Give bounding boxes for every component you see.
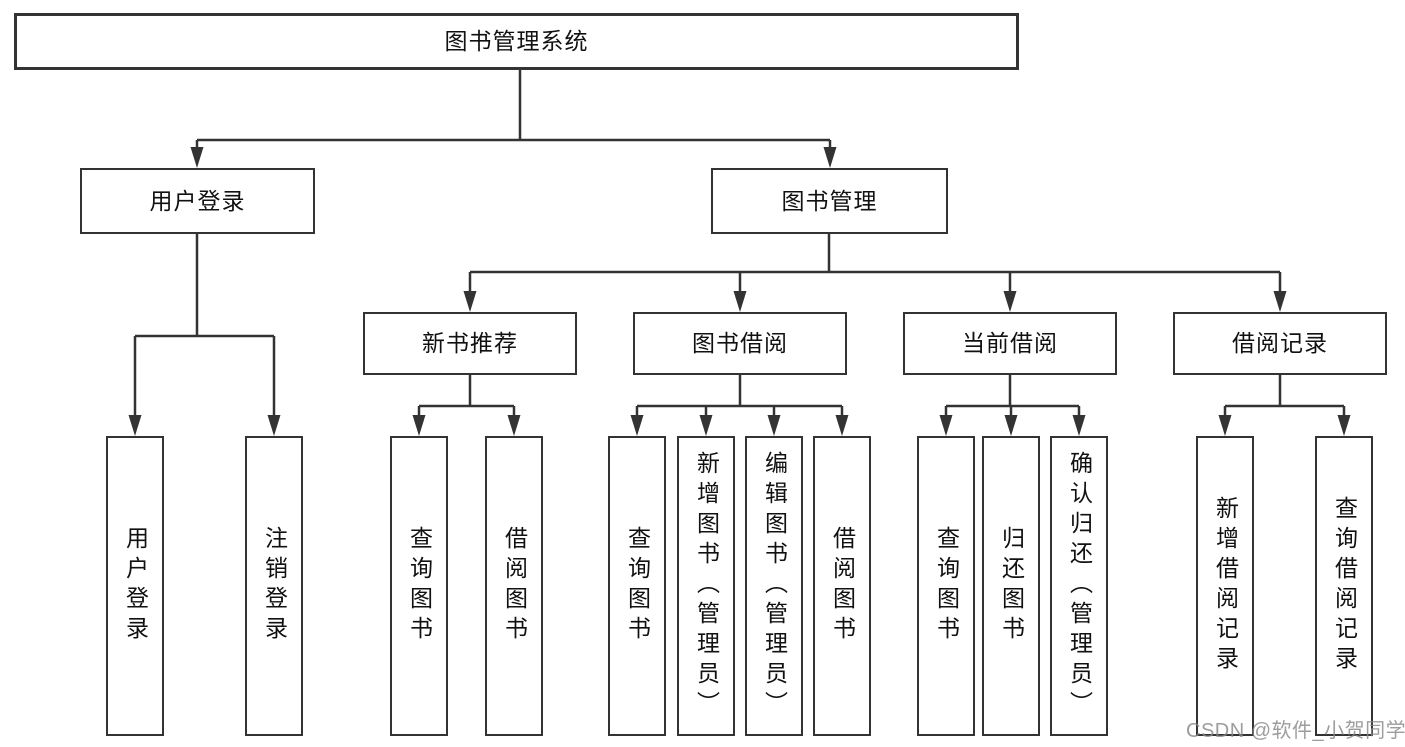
leaf-logout: 注销登录	[245, 436, 303, 736]
leaf-edit-book-admin: 编辑图书（管理员）	[745, 436, 803, 736]
leaf-borrow-book-recommend: 借阅图书	[485, 436, 543, 736]
leaf-add-book-admin: 新增图书（管理员）	[677, 436, 735, 736]
leaf-confirm-return-admin: 确认归还（管理员）	[1050, 436, 1108, 736]
leaf-borrow-book: 借阅图书	[813, 436, 871, 736]
node-new-book-recommend: 新书推荐	[363, 312, 577, 375]
leaf-add-borrow-record: 新增借阅记录	[1196, 436, 1254, 736]
leaf-query-book-current: 查询图书	[917, 436, 975, 736]
leaf-return-book: 归还图书	[982, 436, 1040, 736]
leaf-query-book-borrow: 查询图书	[608, 436, 666, 736]
leaf-user-login: 用户登录	[106, 436, 164, 736]
leaf-query-book-recommend: 查询图书	[390, 436, 448, 736]
leaf-query-borrow-record: 查询借阅记录	[1315, 436, 1373, 736]
node-current-borrow: 当前借阅	[903, 312, 1117, 375]
node-user-login-module: 用户登录	[80, 168, 315, 234]
node-library-management-system: 图书管理系统	[14, 13, 1019, 70]
csdn-watermark: CSDN @软件_小贺同学	[1186, 720, 1405, 742]
node-book-management-module: 图书管理	[711, 168, 948, 234]
node-borrow-record: 借阅记录	[1173, 312, 1387, 375]
node-book-borrow: 图书借阅	[633, 312, 847, 375]
